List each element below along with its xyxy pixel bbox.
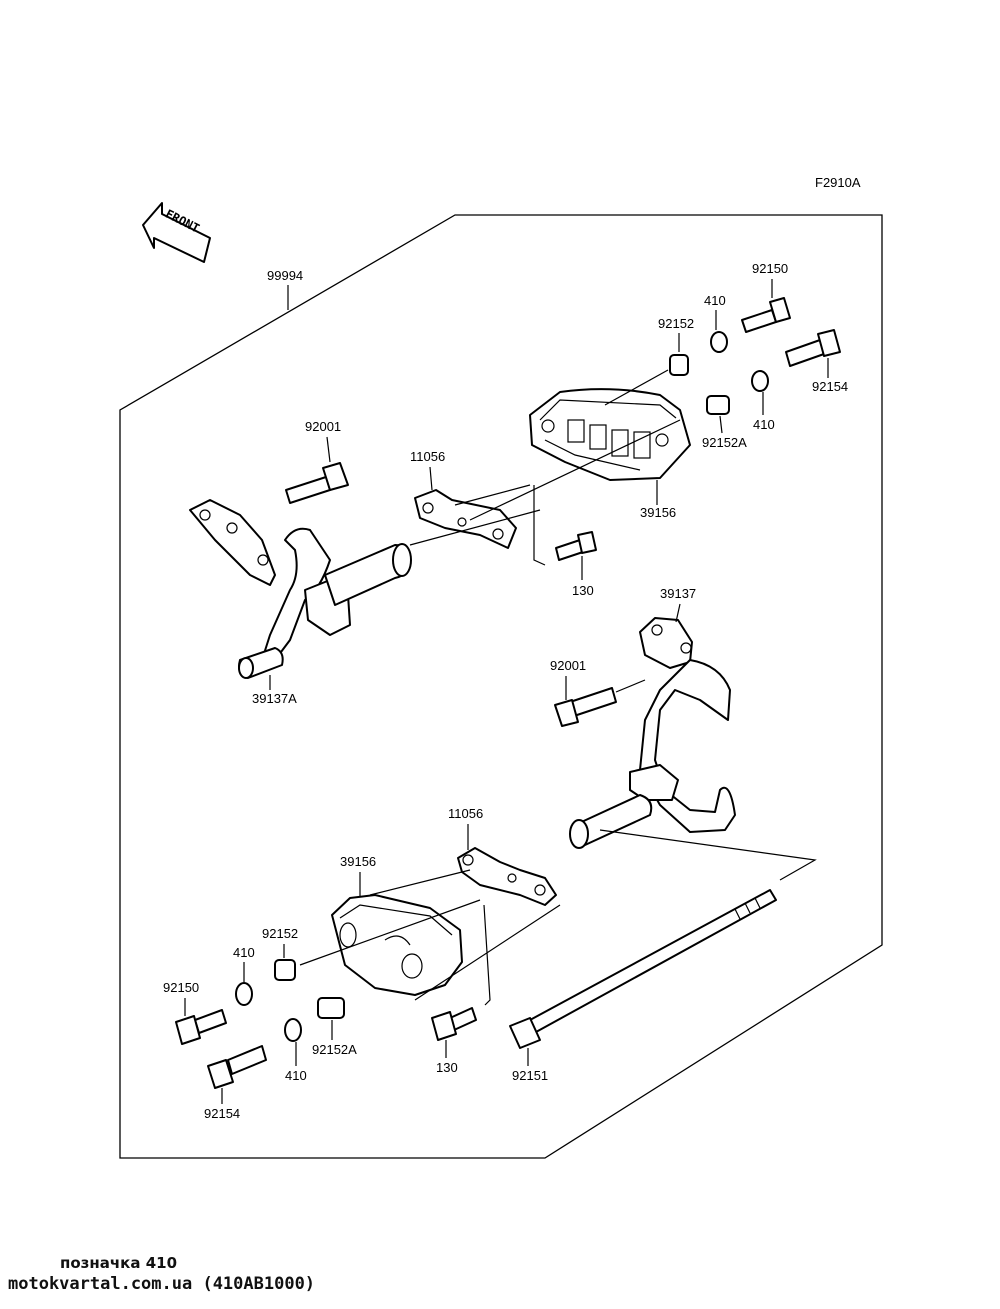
slider-39156-lower: [331, 894, 463, 996]
label-130-lower: 130: [436, 1060, 458, 1075]
label-92001-mid: 92001: [550, 658, 586, 673]
leader-92152a-upper: [719, 415, 723, 434]
bolt-92150-lower: [175, 1009, 227, 1045]
label-39156-lower: 39156: [340, 854, 376, 869]
slider-39156-upper: [529, 388, 691, 481]
collar-92152a-lower: [317, 997, 345, 1019]
assembly-lines-lower: [299, 869, 561, 1006]
bolt-92001-mid: [554, 687, 617, 727]
label-99994: 99994: [267, 268, 303, 283]
footer-source: motokvartal.com.ua (410AB1000): [8, 1274, 316, 1294]
bolt-92001-upper: [285, 462, 349, 504]
label-39156-upper: 39156: [640, 505, 676, 520]
label-92152a-lower: 92152A: [312, 1042, 357, 1057]
leader-11056-upper: [429, 466, 433, 491]
frame-bracket-39137: [569, 617, 736, 849]
long-bolt-92151: [509, 889, 777, 1049]
frame-bracket-39137a: [189, 499, 412, 679]
footer-note: позначка 410: [60, 1254, 178, 1272]
label-92152-upper: 92152: [658, 316, 694, 331]
label-410-lower-1: 410: [233, 945, 255, 960]
bracket-11056-lower: [457, 847, 557, 906]
assembly-lines-upper: [409, 419, 681, 546]
leader-39137: [675, 603, 681, 623]
leader-92001-mid-axis: [615, 679, 646, 693]
collar-92152-upper: [669, 354, 689, 376]
bolt-130-upper: [555, 531, 597, 561]
bolt-92154-lower: [207, 1045, 267, 1089]
label-11056-lower: 11056: [448, 806, 483, 821]
label-92152-lower: 92152: [262, 926, 298, 941]
bolt-92150-upper: [741, 297, 791, 333]
collar-92152a-upper: [706, 395, 730, 415]
label-39137a: 39137A: [252, 691, 297, 706]
bolt-92154-upper: [785, 329, 841, 367]
label-92150-lower: 92150: [163, 980, 199, 995]
leader-collar-upper: [604, 369, 669, 406]
label-92154-lower: 92154: [204, 1106, 240, 1121]
label-410-lower-2: 410: [285, 1068, 307, 1083]
washer-410-lower-1: [235, 982, 253, 1006]
label-130-upper: 130: [572, 583, 594, 598]
washer-410-upper-1: [710, 331, 728, 353]
label-92151: 92151: [512, 1068, 548, 1083]
washer-410-upper-2: [751, 370, 769, 392]
bracket-11056-upper: [414, 489, 517, 549]
leader-92001-upper: [326, 436, 331, 463]
bolt-130-lower: [431, 1007, 477, 1041]
label-410-upper-1: 410: [704, 293, 726, 308]
front-arrow-icon: FRONT: [142, 202, 211, 263]
figure-code: F2910A: [815, 175, 861, 190]
long-bolt-line: [599, 829, 817, 881]
label-92152a-upper: 92152A: [702, 435, 747, 450]
label-11056-upper: 11056: [410, 449, 445, 464]
kit-boundary: [119, 214, 883, 1159]
label-92150-upper: 92150: [752, 261, 788, 276]
label-39137: 39137: [660, 586, 696, 601]
label-410-upper-2: 410: [753, 417, 775, 432]
washer-410-lower-2: [284, 1018, 302, 1042]
label-92001-upper: 92001: [305, 419, 341, 434]
bracket-line-upper: [533, 485, 546, 566]
label-92154-upper: 92154: [812, 379, 848, 394]
collar-92152-lower: [274, 959, 296, 981]
